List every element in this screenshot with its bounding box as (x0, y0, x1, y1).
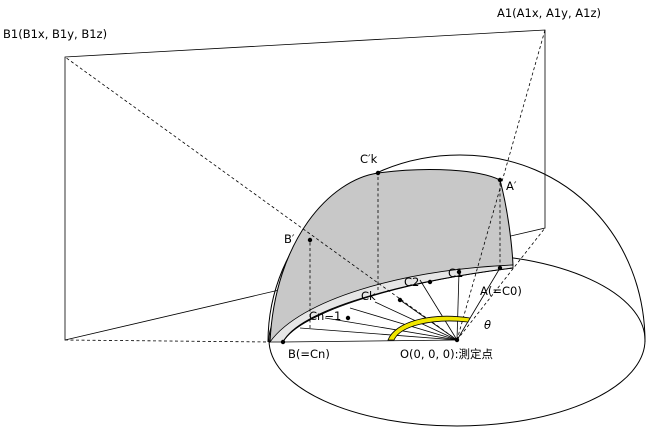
label-b1: B1(B1x, B1y, B1z) (3, 27, 107, 41)
point-b (280, 339, 286, 345)
label-a: A(=C0) (480, 284, 522, 298)
points (280, 170, 503, 345)
point-o (454, 337, 460, 343)
horizon-arc (282, 267, 514, 343)
label-b: B(=Cn) (288, 347, 330, 361)
label-ck-prime: C′k (360, 152, 378, 166)
point-ck (397, 297, 403, 303)
theta-arc (387, 315, 471, 341)
label-theta: θ (484, 318, 491, 332)
point-cn1 (345, 315, 351, 321)
point-a-prime (497, 177, 503, 183)
label-c1: C1 (448, 266, 463, 280)
label-a1: A1(A1x, A1y, A1z) (497, 6, 601, 20)
label-ck: Ck (361, 289, 376, 303)
point-c1 (456, 269, 462, 275)
point-c2 (427, 279, 433, 285)
label-b-prime: B′ (284, 232, 295, 246)
label-cn1: Cn−1 (309, 309, 341, 323)
label-o: O(0, 0, 0):測定点 (400, 347, 493, 361)
label-a-prime: A′ (506, 179, 517, 193)
point-a (497, 265, 503, 271)
sight-lines (64, 29, 546, 343)
point-ck-prime (375, 170, 381, 176)
label-c2: C2 (404, 275, 419, 289)
inner-band (269, 264, 514, 343)
window-plane (64, 29, 546, 341)
point-b-prime (307, 237, 313, 243)
